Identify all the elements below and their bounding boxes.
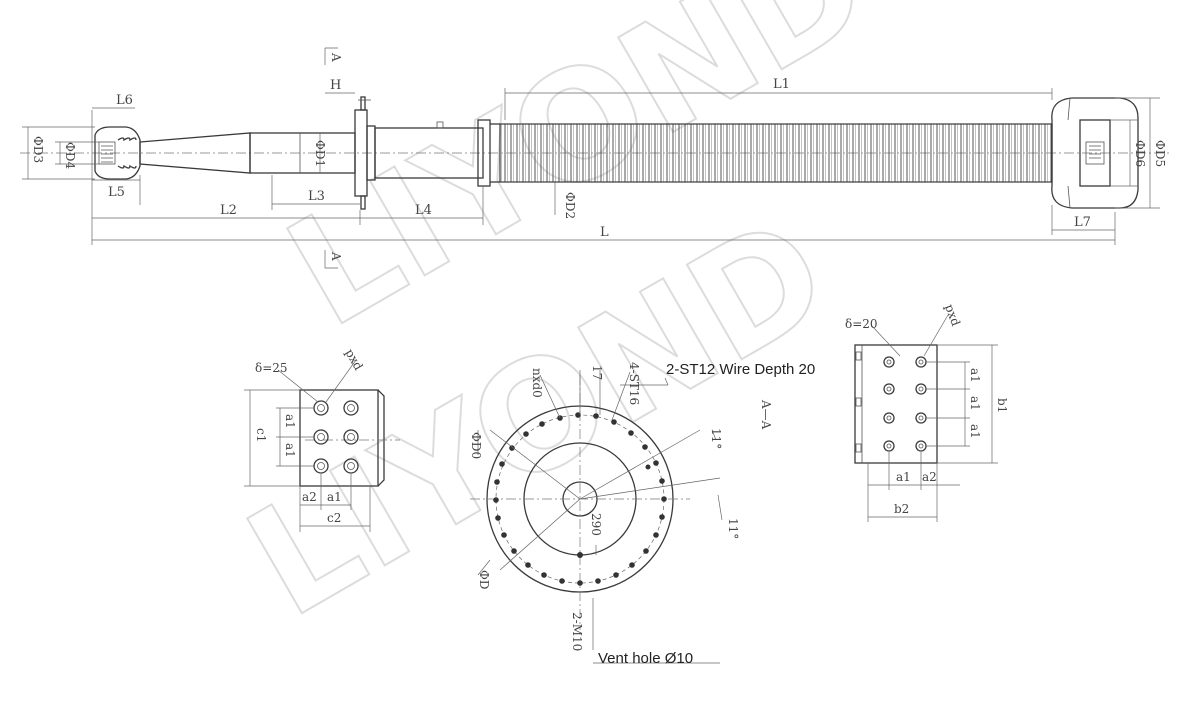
dim-D6: ΦD6 (1133, 140, 1147, 167)
left-a1-label-1: a1 (283, 414, 297, 429)
right-a1-label-3: a1 (968, 424, 982, 439)
bushing-elevation-view: L1 L L2 L3 L4 L5 L6 L7 H ΦD1 ΦD2 ΦD3 ΦD4… (20, 47, 1170, 269)
flange-st16-label: 4-ST16 (627, 362, 641, 405)
dim-D2: ΦD2 (563, 192, 577, 219)
left-terminal-cap (94, 126, 141, 180)
right-b1-label: b1 (995, 398, 1009, 413)
left-a1-label-2: a1 (283, 443, 297, 458)
dim-L: L (600, 225, 609, 240)
section-marker-bottom: A (329, 251, 343, 261)
vent-hole-note: Vent hole Ø10 (598, 650, 693, 667)
left-c1-label: c1 (254, 428, 268, 442)
right-delta-label: δ=20 (845, 317, 878, 331)
watermark: LIYOND LIYOND (220, 0, 897, 652)
flange-D-label: ΦD (477, 570, 491, 589)
flange-angle2-label: 11° (726, 518, 740, 539)
bolt-holes (493, 412, 667, 586)
right-a1-label-4: a1 (896, 470, 911, 484)
middle-cylinder (374, 127, 484, 179)
dim-L5: L5 (108, 185, 125, 200)
flange-section-label: A—A (759, 399, 773, 430)
dim-D4: ΦD4 (63, 142, 77, 169)
flange-angle1-label: 11° (709, 428, 723, 449)
dim-L1: L1 (773, 77, 790, 92)
terminal-holes-right (883, 356, 927, 452)
top-terminal (1051, 97, 1139, 209)
flange-290-label: 290 (589, 513, 603, 536)
right-a2-label: a2 (922, 470, 937, 484)
flange-section-view: A—A nxd0 17 4-ST16 ΦD0 ΦD 11° 11° 290 2-… (469, 361, 815, 667)
left-c2-label: c2 (327, 511, 341, 525)
left-a2-label: a2 (302, 490, 317, 504)
dim-L2: L2 (220, 203, 237, 218)
flange-D0-label: ΦD0 (469, 432, 483, 459)
dim-D3: ΦD3 (31, 136, 45, 163)
dim-L4: L4 (415, 203, 432, 218)
dim-D1: ΦD1 (313, 140, 327, 167)
dim-L7: L7 (1074, 215, 1091, 230)
section-marker-top: A (329, 52, 343, 62)
right-b2-label: b2 (894, 502, 909, 516)
dim-H: H (330, 78, 341, 93)
flange-m10-label: 2-M10 (570, 612, 584, 651)
flange-nxd0-label: nxd0 (530, 368, 544, 398)
right-a1-label-2: a1 (968, 396, 982, 411)
insulator-sheds (499, 123, 1053, 183)
wire-depth-note: 2-ST12 Wire Depth 20 (666, 361, 815, 378)
left-terminal-detail: δ=25 pxd c1 a1 a1 a2 a1 c2 (244, 347, 400, 532)
right-pxd-label: pxd (942, 302, 963, 328)
porcelain-flange (477, 119, 491, 187)
left-a1-label-3: a1 (327, 490, 342, 504)
dim-L6: L6 (116, 93, 133, 108)
dim-D5: ΦD5 (1153, 140, 1167, 167)
dim-L3: L3 (308, 189, 325, 204)
right-terminal-detail: δ=20 pxd b1 a1 a1 a1 a1 a2 b2 (845, 302, 1009, 522)
left-delta-label: δ=25 (255, 361, 288, 375)
dimension-lines (22, 47, 1160, 269)
right-a1-label-1: a1 (968, 368, 982, 383)
flange-17-label: 17 (590, 365, 604, 380)
